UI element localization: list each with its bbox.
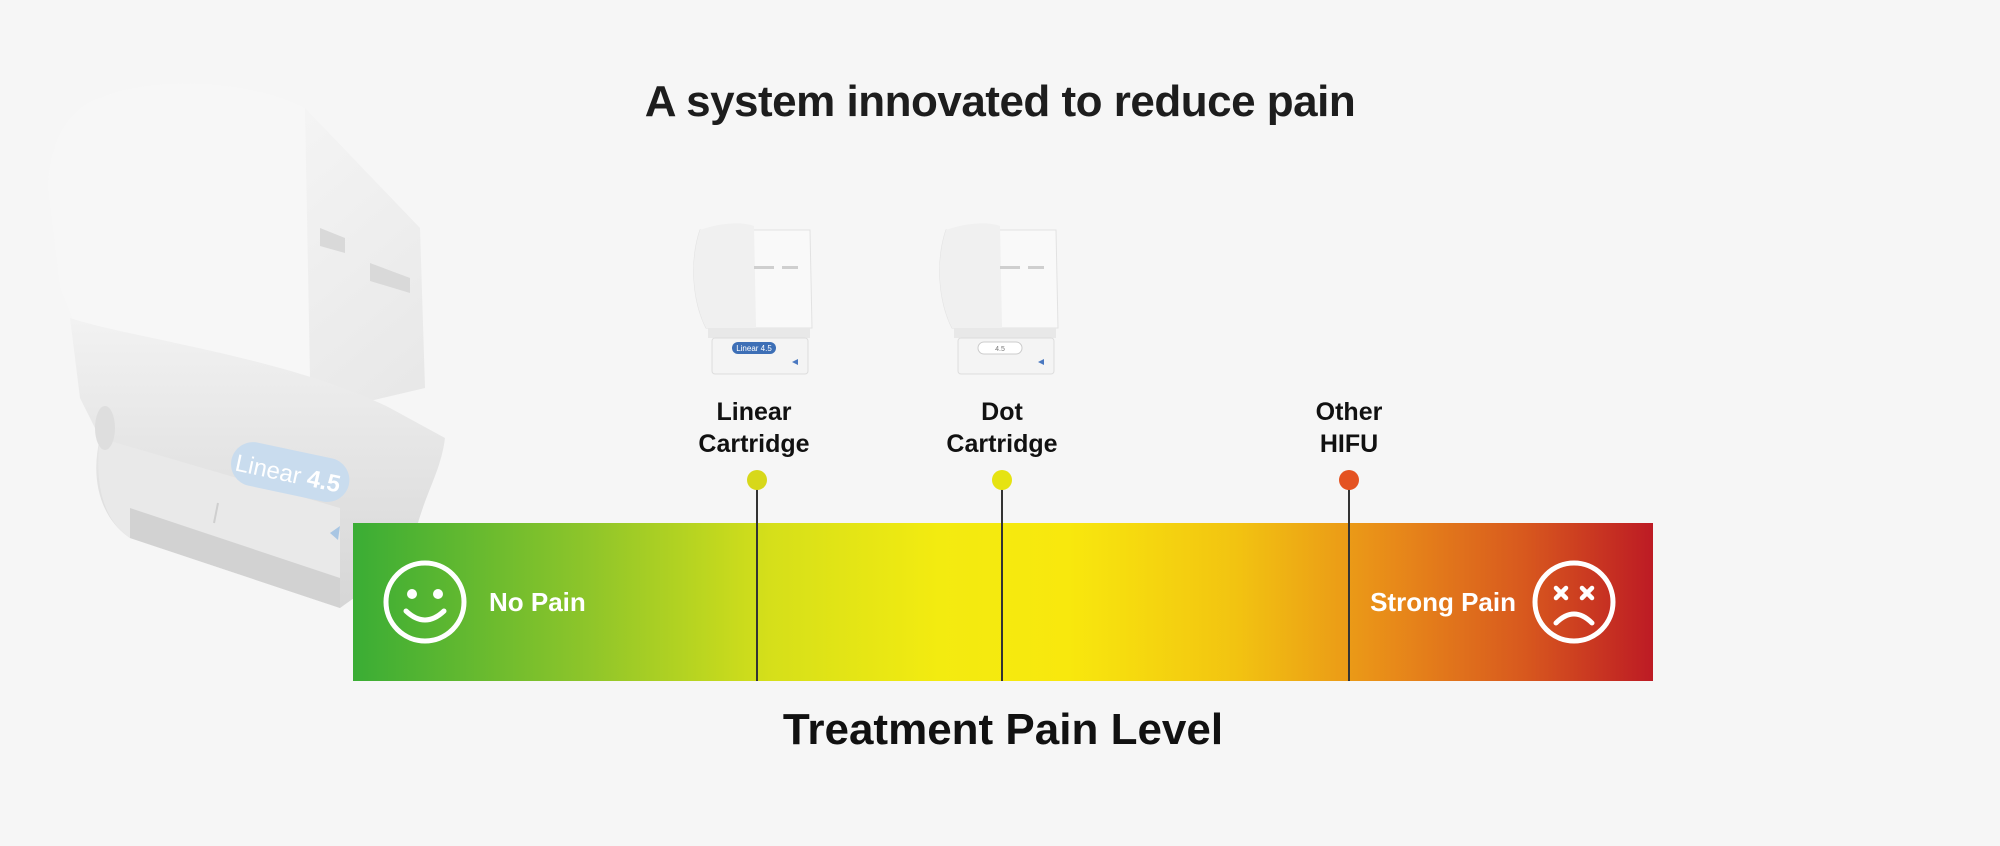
- marker-label-line: Cartridge: [946, 430, 1058, 458]
- no-pain-label: No Pain: [489, 587, 586, 617]
- marker-dot-linear-cartridge: [747, 470, 767, 490]
- marker-dot-other-hifu: [1339, 470, 1359, 490]
- marker-label-line: HIFU: [1319, 430, 1379, 458]
- marker-line-linear-cartridge: [756, 480, 758, 681]
- dot-cartridge-badge: 4.5: [995, 346, 1005, 353]
- marker-label-linear-cartridge: Linear Cartridge: [664, 396, 844, 460]
- marker-label-line: Other: [1315, 398, 1383, 426]
- page-title: A system innovated to reduce pain: [644, 77, 1356, 126]
- marker-label-other-hifu: Other HIFU: [1259, 396, 1439, 460]
- marker-label-line: Dot: [981, 398, 1023, 426]
- smiling-face-icon: [383, 560, 467, 644]
- hifu-handpiece-image: Linear 4.5: [48, 83, 445, 608]
- dizzy-sad-face-icon: [1532, 560, 1616, 644]
- marker-dot-dot-cartridge: [992, 470, 1012, 490]
- marker-line-dot-cartridge: [1001, 480, 1003, 681]
- marker-label-line: Cartridge: [698, 430, 810, 458]
- marker-line-other-hifu: [1348, 480, 1350, 681]
- dot-cartridge-image: 4.5: [939, 223, 1059, 375]
- marker-label-dot-cartridge: Dot Cartridge: [912, 396, 1092, 460]
- treatment-pain-level-title: Treatment Pain Level: [782, 705, 1224, 754]
- linear-cartridge-badge: Linear 4.5: [736, 344, 772, 353]
- strong-pain-label: Strong Pain: [1370, 587, 1516, 617]
- linear-cartridge-image: Linear 4.5: [693, 223, 813, 375]
- pain-level-gradient-bar: No Pain Strong Pain: [353, 523, 1653, 681]
- marker-label-line: Linear: [716, 398, 792, 426]
